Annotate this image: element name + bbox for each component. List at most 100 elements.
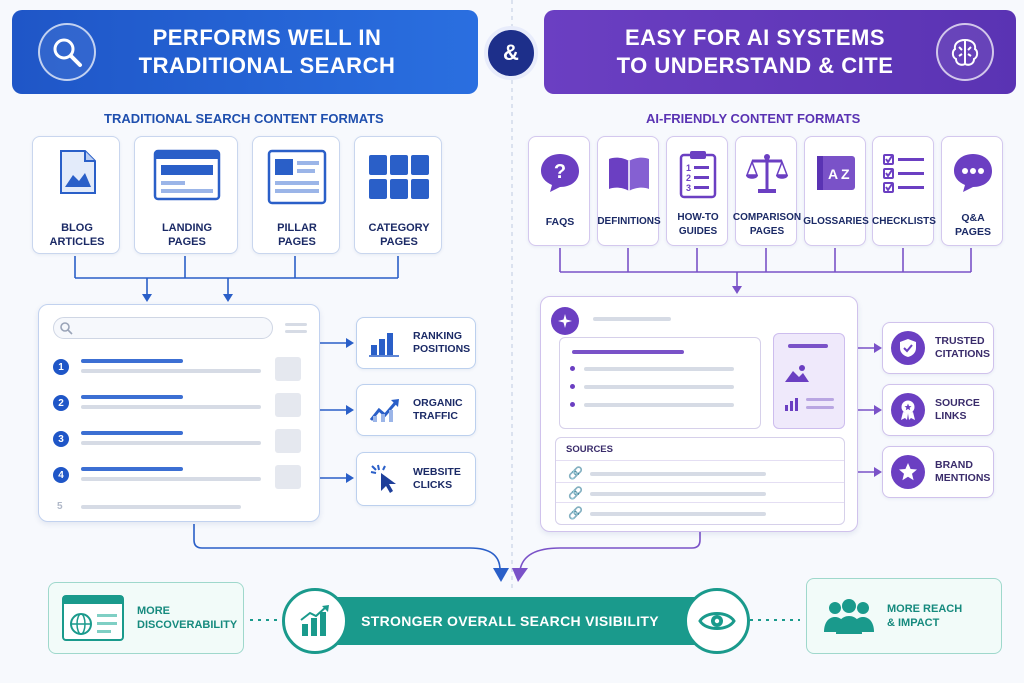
source-line[interactable]: [590, 492, 766, 496]
bar-chart-icon: [369, 333, 399, 357]
result-text-line: [81, 369, 261, 373]
ampersand-badge: &: [484, 26, 538, 80]
media-text-line: [806, 406, 834, 409]
right-banner-title: EASY FOR AI SYSTEMS TO UNDERSTAND & CITE: [616, 25, 894, 78]
format-card-faqs: ? FAQS: [528, 136, 590, 246]
sources-label: SOURCES: [566, 444, 613, 455]
format-card-pillar: PILLAR PAGES: [252, 136, 340, 254]
answer-text-line: [584, 367, 734, 371]
question-bubble-icon: ?: [541, 154, 579, 192]
result-thumbnail: [275, 429, 301, 453]
result-text-line: [81, 505, 241, 509]
svg-text:1: 1: [686, 163, 691, 173]
right-banner: EASY FOR AI SYSTEMS TO UNDERSTAND & CITE: [544, 10, 1016, 94]
metric-label: BRAND MENTIONS: [935, 459, 991, 484]
result-number: 2: [53, 395, 69, 411]
result-title-line: [81, 359, 183, 363]
format-card-blog: BLOG ARTICLES: [32, 136, 120, 254]
ai-answer-panel: SOURCES 🔗 🔗 🔗: [540, 296, 858, 532]
svg-text:?: ?: [554, 161, 566, 183]
link-icon[interactable]: 🔗: [568, 506, 583, 520]
growth-chart-icon: [300, 605, 329, 636]
format-label: GLOSSARIES: [803, 216, 869, 227]
open-book-icon: [609, 157, 649, 191]
result-title-line: [81, 431, 183, 435]
discoverability-card: MORE DISCOVERABILITY: [48, 582, 244, 654]
answer-text-box: [559, 337, 761, 429]
metric-organic: ORGANIC TRAFFIC: [356, 384, 476, 436]
result-number: 3: [53, 431, 69, 447]
result-number: 4: [53, 467, 69, 483]
search-bar[interactable]: [53, 317, 273, 339]
svg-text:3: 3: [686, 183, 691, 193]
brain-icon: [936, 23, 994, 81]
result-title-line: [81, 395, 183, 399]
format-label: HOW-TO GUIDES: [677, 212, 719, 237]
eye-badge: [684, 588, 750, 654]
left-banner: PERFORMS WELL IN TRADITIONAL SEARCH: [12, 10, 478, 94]
numbered-clipboard-icon: 123: [679, 151, 717, 199]
search-icon: [60, 322, 73, 335]
discoverability-label: MORE DISCOVERABILITY: [137, 605, 238, 631]
svg-text:A: A: [828, 166, 838, 182]
bullet: [570, 384, 575, 389]
mini-chart-icon: [785, 398, 798, 411]
link-icon[interactable]: 🔗: [568, 486, 583, 500]
result-text-line: [81, 477, 261, 481]
format-label: FAQS: [545, 216, 575, 228]
format-label: LANDING PAGES: [161, 222, 213, 248]
growth-chart-badge: [282, 588, 348, 654]
bullet: [570, 402, 575, 407]
answer-title-line: [572, 350, 684, 354]
metric-label: SOURCE LINKS: [935, 397, 980, 422]
source-line[interactable]: [590, 512, 766, 516]
metric-label: WEBSITE CLICKS: [413, 466, 461, 491]
metric-citations: TRUSTED CITATIONS: [882, 322, 994, 374]
magnifier-icon: [38, 23, 96, 81]
answer-text-line: [584, 403, 734, 407]
svg-text:2: 2: [686, 173, 691, 183]
search-results-panel: 1 2 3 4 5: [38, 304, 320, 522]
format-label: COMPARISON PAGES: [732, 212, 802, 237]
metric-clicks: WEBSITE CLICKS: [356, 452, 476, 506]
svg-text:Z: Z: [841, 166, 850, 182]
format-card-comparison: COMPARISON PAGES: [733, 136, 801, 246]
metric-label: TRUSTED CITATIONS: [935, 335, 991, 360]
result-thumbnail: [275, 393, 301, 417]
format-card-definitions: DEFINITIONS: [597, 136, 661, 246]
metric-source-links: SOURCE LINKS: [882, 384, 994, 436]
scales-icon: [745, 154, 789, 193]
source-divider: [556, 460, 844, 461]
sources-box: SOURCES 🔗 🔗 🔗: [555, 437, 845, 525]
answer-header-line: [593, 317, 671, 321]
source-line[interactable]: [590, 472, 766, 476]
source-divider: [556, 482, 844, 483]
format-card-qa: Q&A PAGES: [941, 136, 1003, 246]
chat-bubble-icon: [954, 154, 992, 192]
format-card-landing: LANDING PAGES: [134, 136, 238, 254]
result-number: 5: [57, 501, 63, 512]
menu-line: [285, 323, 307, 326]
left-banner-title: PERFORMS WELL IN TRADITIONAL SEARCH: [138, 25, 396, 78]
format-label: CHECKLISTS: [872, 216, 936, 227]
format-label: CATEGORY PAGES: [368, 222, 430, 248]
media-text-line: [806, 398, 834, 401]
result-thumbnail: [275, 465, 301, 489]
visibility-banner: STRONGER OVERALL SEARCH VISIBILITY: [300, 597, 720, 645]
grid-icon: [369, 155, 429, 199]
checklist-icon: [883, 154, 924, 193]
bullet: [570, 366, 575, 371]
ai-heading: AI-FRIENDLY CONTENT FORMATS: [646, 111, 861, 126]
format-label: Q&A PAGES: [955, 212, 991, 238]
format-label: DEFINITIONS: [597, 216, 661, 227]
globe-browser-icon: [62, 595, 124, 641]
link-icon[interactable]: 🔗: [568, 466, 583, 480]
answer-text-line: [584, 385, 734, 389]
result-number: 1: [53, 359, 69, 375]
result-thumbnail: [275, 357, 301, 381]
sparkle-icon: [558, 314, 572, 328]
format-card-category: CATEGORY PAGES: [354, 136, 442, 254]
trend-up-icon: [369, 399, 399, 422]
award-badge-icon: [891, 393, 925, 427]
